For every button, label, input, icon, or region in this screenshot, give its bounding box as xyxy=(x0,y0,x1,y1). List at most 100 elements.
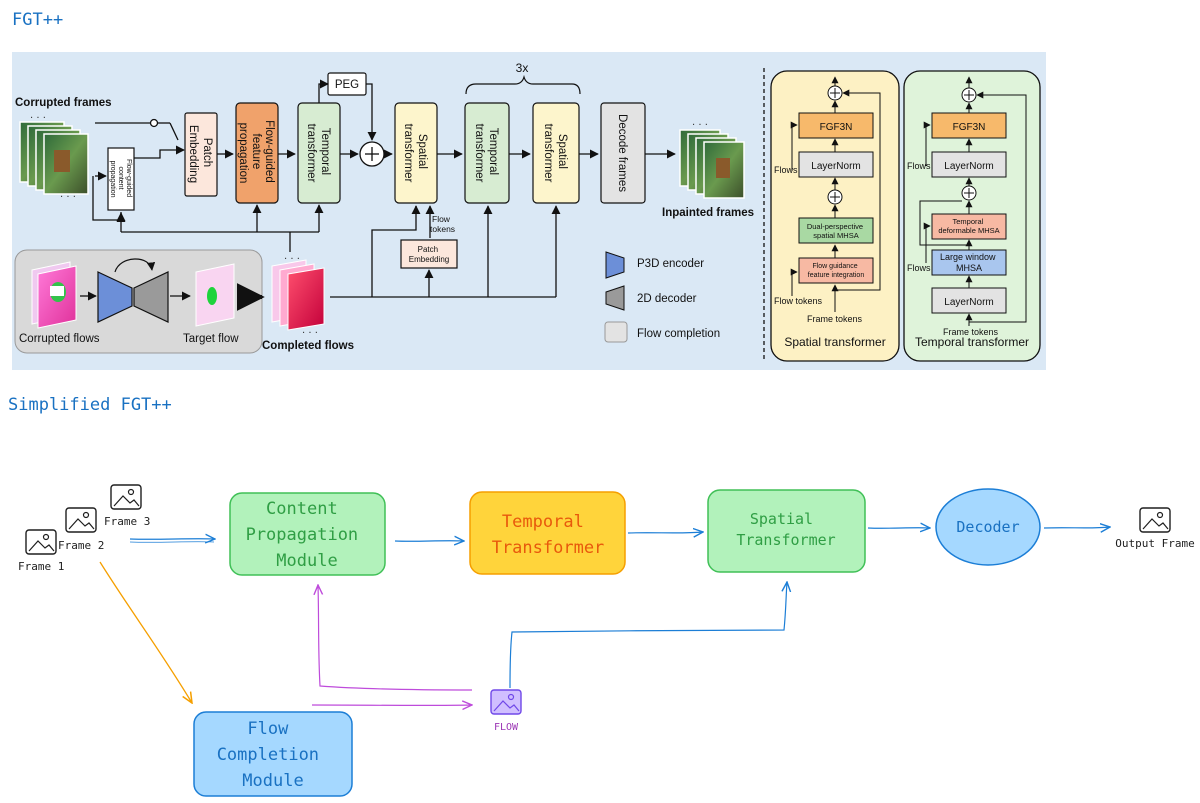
frame-3-label: Frame 3 xyxy=(104,515,150,528)
svg-text:· · ·: · · · xyxy=(692,120,708,131)
frame-2-image-icon xyxy=(65,507,97,533)
spatial-transformer-2-line2: transformer xyxy=(542,124,554,183)
temporal-transformer-module xyxy=(469,491,626,575)
spatial-transformer-1-line1: Spatial xyxy=(416,134,428,169)
svg-text:Flow-guided feature: Flow-guided feature propagation xyxy=(237,120,275,186)
temporal-deformable-line1: Temporal xyxy=(953,217,984,226)
temporal-layernorm-label: LayerNorm xyxy=(944,161,993,172)
feature-propagation-line3: propagation xyxy=(237,123,249,184)
spatial-layernorm-label: LayerNorm xyxy=(811,161,860,172)
temporal-layernorm2-label: LayerNorm xyxy=(944,297,993,308)
feature-propagation-block xyxy=(235,102,279,204)
frame-1-image-icon xyxy=(25,529,57,555)
content-propagation-line2: content xyxy=(117,167,124,190)
svg-text:Spatial transformer: Spatial transformer xyxy=(542,124,568,183)
p3d-encoder-shape xyxy=(97,271,133,323)
temporal-panel-title: Temporal transformer xyxy=(915,335,1029,349)
output-frame-label: Output Frame xyxy=(1115,537,1194,550)
spatial-transformer-1-line2: transformer xyxy=(402,124,414,183)
repeat-label: 3x xyxy=(516,61,529,75)
spatial-fgf3n-block xyxy=(798,112,874,139)
patch-embedding-small-line1: Patch xyxy=(418,245,438,254)
spatial-transformer-1-block xyxy=(394,102,438,204)
temporal-transformer-2-line1: Temporal xyxy=(487,128,499,175)
svg-text:Spatial transformer: Spatial transformer xyxy=(402,124,428,183)
spatial-flows-label: Flows xyxy=(774,165,798,175)
repeat-brace xyxy=(465,74,581,95)
patch-embedding-small-block xyxy=(400,239,458,269)
svg-text:Flow guidance feature inte: Flow guidance feature integration xyxy=(808,263,865,279)
spatial-mhsa-line1: Dual-perspective xyxy=(807,222,863,231)
content-propagation-line1: Flow-guided xyxy=(125,159,132,197)
patch-embedding-small-line2: Embedding xyxy=(409,255,449,264)
svg-text:Temporal Transformer: Temporal Transformer xyxy=(492,512,605,558)
corrupted-flows-stack xyxy=(31,261,77,329)
temporal-flows-bottom-label: Flows xyxy=(907,263,931,273)
flow-module-line3: Module xyxy=(242,771,303,791)
peg-label: PEG xyxy=(335,79,359,91)
spatial-fgf3n-label: FGF3N xyxy=(820,122,853,133)
inpainted-frames-label: Inpainted frames xyxy=(662,207,754,219)
temporal-frame-tokens-label: Frame tokens xyxy=(943,327,999,337)
temporal-large-window-line2: MHSA xyxy=(956,263,982,273)
spatial-frame-tokens-label: Frame tokens xyxy=(807,314,863,324)
svg-text:· · ·: · · · xyxy=(284,254,300,265)
decode-frames-block xyxy=(600,102,646,204)
decoder-2d-shape xyxy=(133,271,169,323)
bottom-title: Simplified FGT++ xyxy=(8,395,172,415)
decoder-module xyxy=(935,488,1041,566)
decode-frames-label: Decode frames xyxy=(616,114,628,192)
temporal-module-line1: Temporal xyxy=(502,512,584,532)
svg-text:Large window MHSA: Large window MHSA xyxy=(940,252,998,273)
svg-text:Temporal transformer: Temporal transformer xyxy=(305,124,331,183)
flow-tokens-line1: Flow xyxy=(432,214,451,224)
output-frame-image-icon xyxy=(1139,507,1171,533)
feature-propagation-line1: Flow-guided xyxy=(263,120,275,183)
spatial-transformer-2-line1: Spatial xyxy=(556,134,568,169)
temporal-deformable-line2: deformable MHSA xyxy=(938,226,999,235)
patch-embedding-line2: Embedding xyxy=(187,125,199,183)
legend-2d-decoder: 2D decoder xyxy=(637,293,697,305)
svg-text:Flow Completion Module: Flow Completion Module xyxy=(217,719,330,791)
spatial-guidance-line2: feature integration xyxy=(808,272,865,279)
temporal-layernorm2-block xyxy=(931,287,1007,314)
temporal-transformer-2-block xyxy=(464,102,510,204)
temporal-large-window-line1: Large window xyxy=(940,252,996,262)
spatial-module-line1: Spatial xyxy=(750,510,813,528)
patch-embedding-line1: Patch xyxy=(201,138,213,167)
spatial-transformer-module xyxy=(707,489,866,573)
corrupted-frames-stack: · · · · · · xyxy=(19,113,89,203)
spatial-module-line2: Transformer xyxy=(736,531,835,549)
svg-text:· · ·: · · · xyxy=(302,328,318,339)
content-propagation-line3: propagation xyxy=(109,161,116,198)
target-flow-label: Target flow xyxy=(183,333,239,345)
legend-p3d-encoder: P3D encoder xyxy=(637,258,704,270)
flow-completion-module xyxy=(193,711,353,797)
corrupted-flows-label: Corrupted flows xyxy=(19,333,100,345)
decoder-label: Decoder xyxy=(956,518,1019,536)
temporal-transformer-2-line2: transformer xyxy=(473,124,485,183)
flow-label: FLOW xyxy=(494,722,519,733)
content-propagation-block xyxy=(107,147,135,211)
content-module-line3: Module xyxy=(276,551,337,571)
temporal-transformer-1-line2: transformer xyxy=(305,124,317,183)
svg-text:· · ·: · · · xyxy=(60,192,76,203)
svg-text:Patch Embedding: Patch Embedding xyxy=(187,125,213,183)
frame-1-label: Frame 1 xyxy=(18,560,64,573)
content-module-line1: Content xyxy=(266,499,338,519)
target-flow-image xyxy=(195,263,235,327)
corrupted-frames-label: Corrupted frames xyxy=(15,97,112,109)
inpainted-frames-stack: · · · xyxy=(679,120,745,199)
svg-text:Flow tokens: Flow tokens xyxy=(430,214,455,234)
flow-image-icon xyxy=(490,689,522,715)
frame-2-label: Frame 2 xyxy=(58,539,104,552)
temporal-transformer-1-line1: Temporal xyxy=(319,128,331,175)
temporal-fgf3n-label: FGF3N xyxy=(953,122,986,133)
completed-flows-stack: · · · · · · xyxy=(271,254,325,339)
temporal-transformer-1-block xyxy=(297,102,341,204)
flow-module-line1: Flow xyxy=(247,719,289,739)
legend-flow-completion: Flow completion xyxy=(637,328,720,340)
spatial-guidance-block xyxy=(798,257,874,284)
feature-propagation-line2: feature xyxy=(250,133,262,169)
